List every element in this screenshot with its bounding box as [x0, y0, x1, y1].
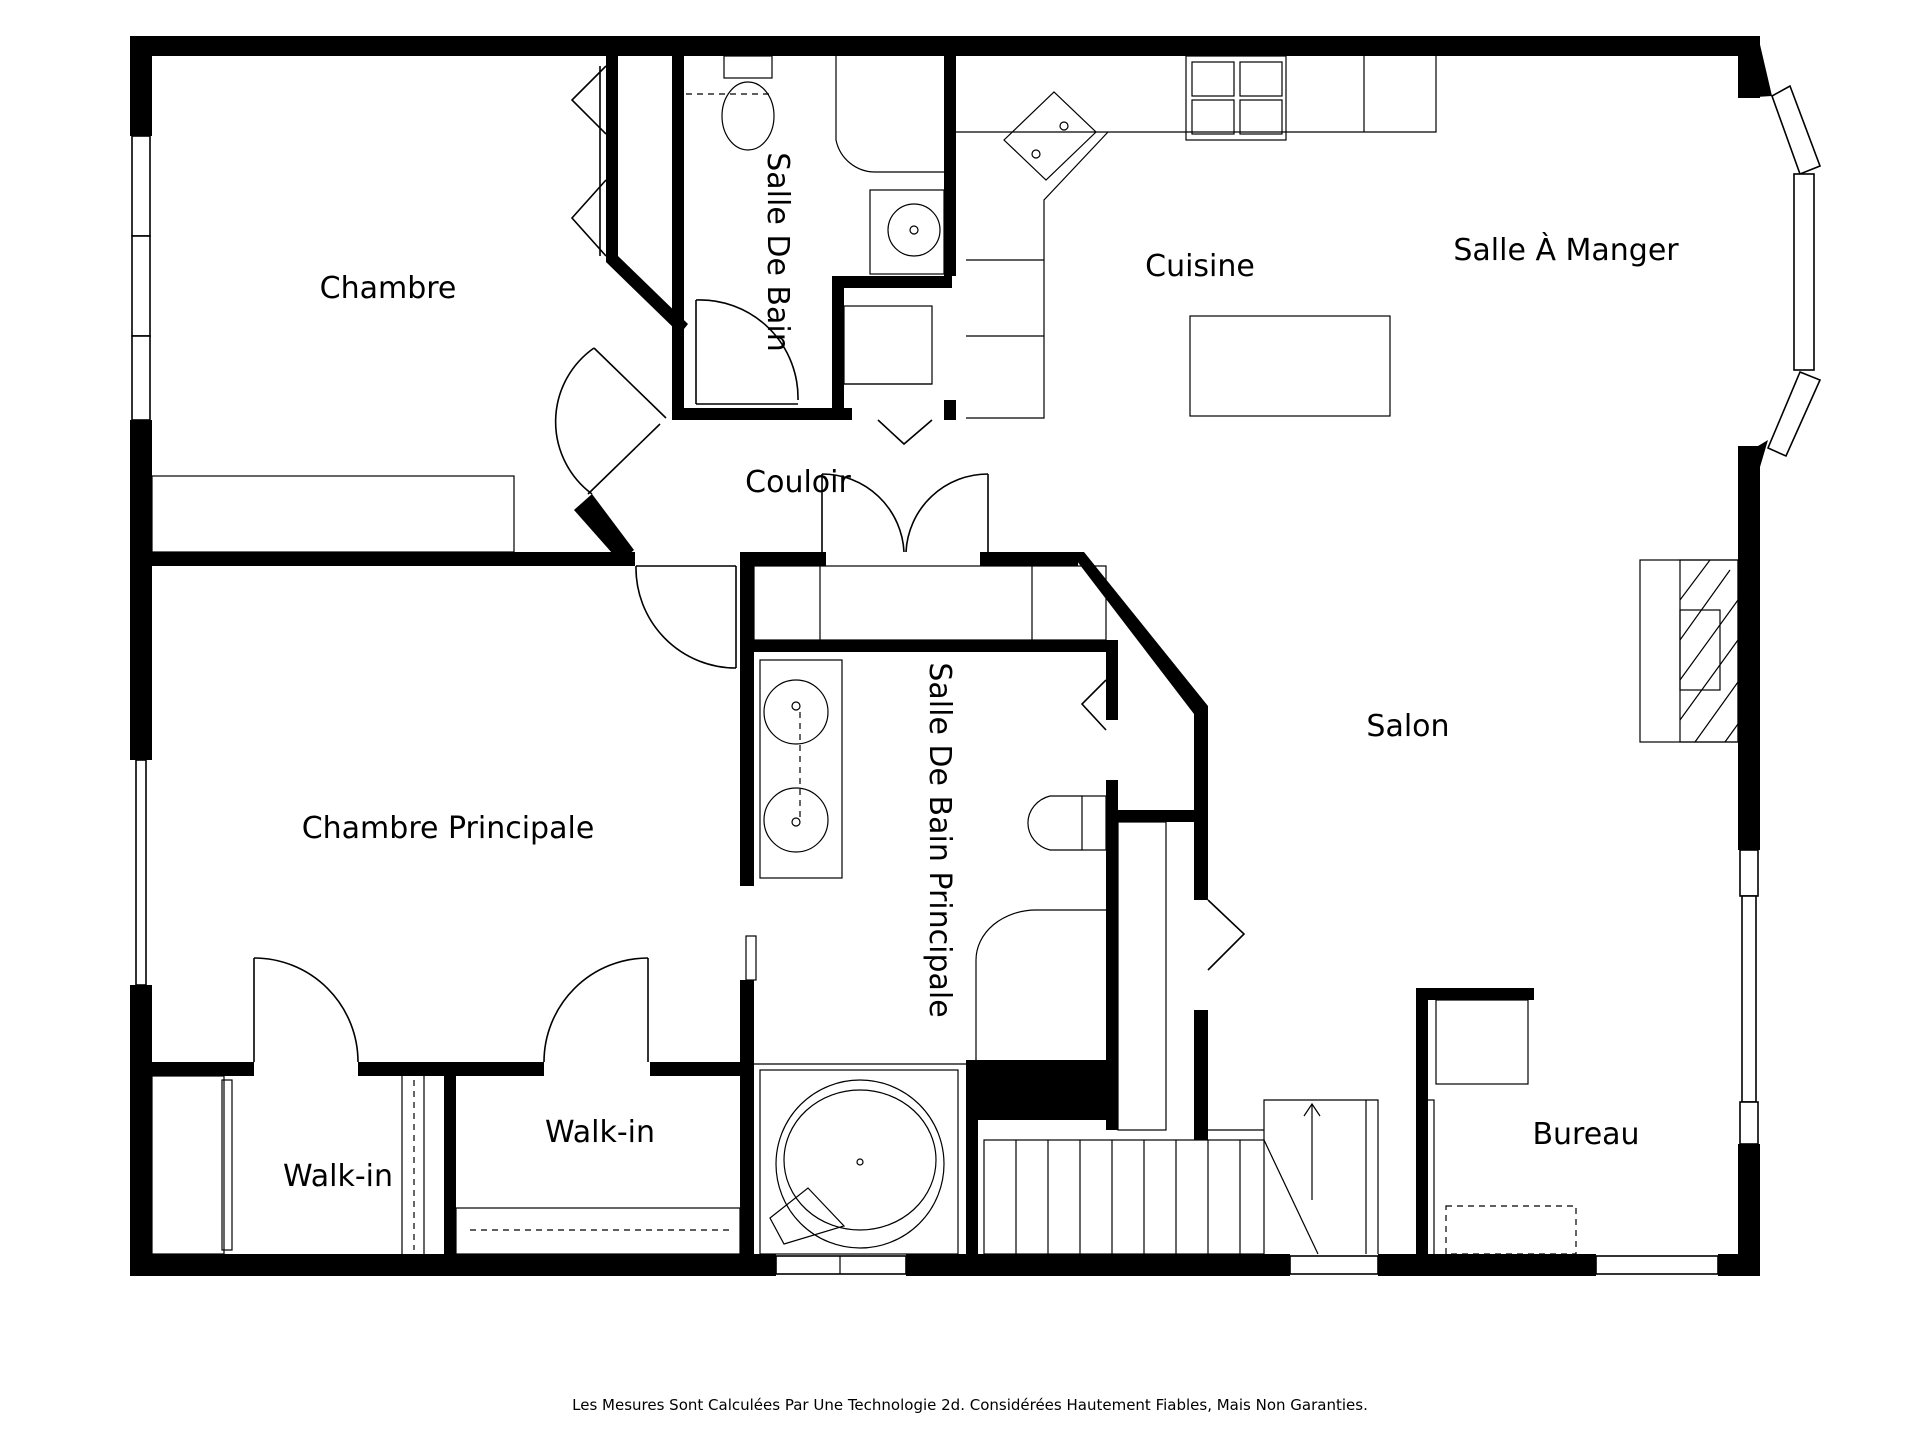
room-label-walk-in-left: Walk-in	[283, 1159, 393, 1194]
right-windows	[1739, 84, 1822, 1145]
exterior-walls	[130, 36, 1772, 1276]
room-label-cuisine: Cuisine	[1145, 249, 1255, 284]
doors	[221, 65, 1246, 1251]
interior-walls	[130, 56, 1534, 1276]
room-label-walk-in-right: Walk-in	[545, 1115, 655, 1150]
room-label-salon: Salon	[1366, 709, 1449, 744]
bottom-windows	[775, 1255, 1719, 1275]
room-label-salle-a-manger: Salle À Manger	[1453, 232, 1679, 268]
room-label-salle-de-bain: Salle De Bain	[760, 152, 795, 352]
room-labels: Chambre Salle De Bain Cuisine Salle À Ma…	[283, 152, 1679, 1194]
room-label-chambre: Chambre	[320, 271, 457, 306]
left-windows	[131, 135, 151, 986]
room-label-bureau: Bureau	[1532, 1117, 1639, 1152]
room-label-salle-de-bain-principale: Salle De Bain Principale	[922, 662, 957, 1017]
fixtures	[151, 55, 1739, 1257]
room-label-chambre-principale: Chambre Principale	[302, 811, 595, 846]
footer-disclaimer: Les Mesures Sont Calculées Par Une Techn…	[572, 1396, 1368, 1414]
room-label-couloir: Couloir	[745, 465, 851, 500]
stair-treads	[1015, 1140, 1241, 1254]
